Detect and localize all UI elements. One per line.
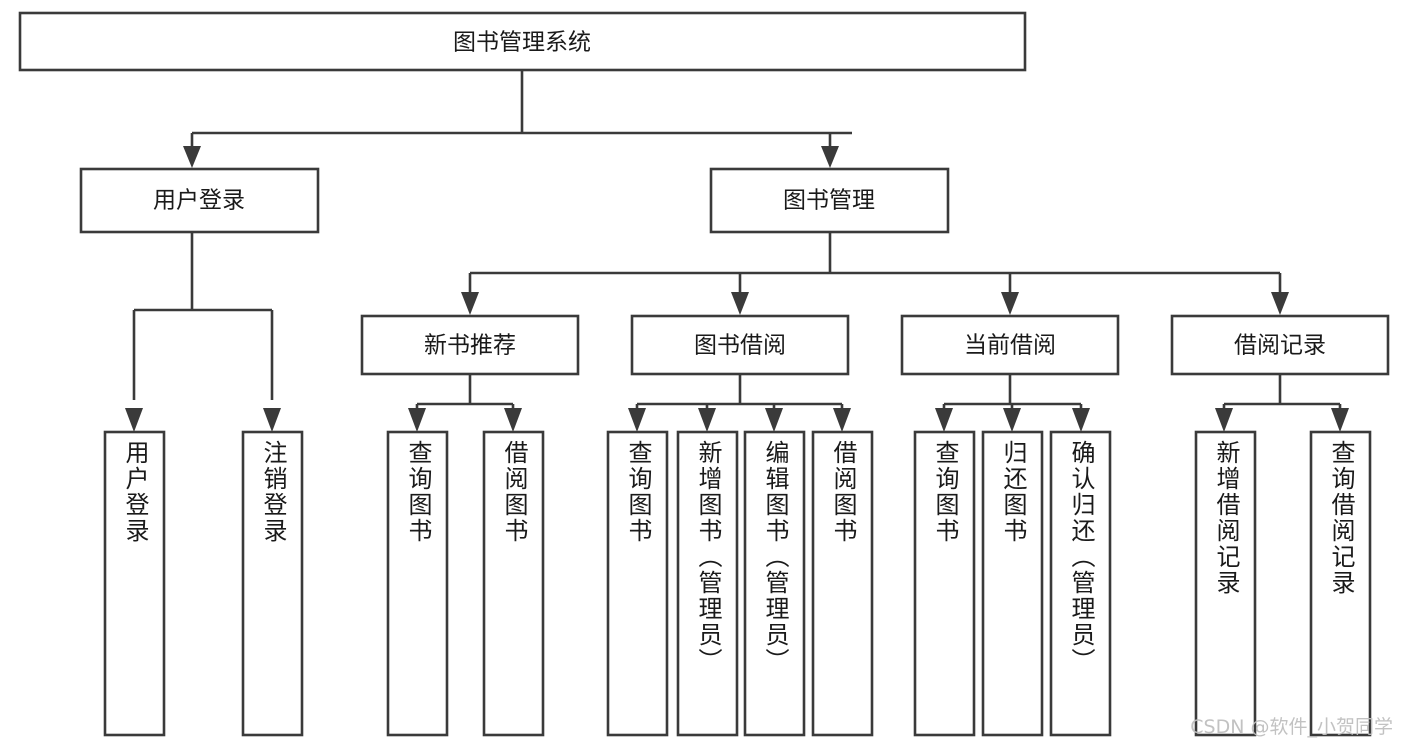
leaf-newbook-borrow-box[interactable]	[482, 430, 545, 737]
node-book-borrow-label: 图书借阅	[694, 333, 786, 359]
leaf-currentborrow-query-box[interactable]	[913, 430, 976, 737]
node-borrow-record-box[interactable]	[1170, 314, 1390, 376]
connector-root-to-level1	[183, 70, 852, 168]
leaf-borrowrecord-add-box[interactable]	[1194, 430, 1257, 737]
leaf-bookborrow-add-box[interactable]	[676, 430, 739, 737]
node-root-box[interactable]	[18, 11, 1027, 72]
connector-newbook-to-leaves	[408, 374, 522, 432]
connector-bookborrow-to-leaves	[628, 374, 851, 432]
leaf-user-logout-box[interactable]	[241, 430, 304, 737]
node-current-borrow-box[interactable]	[900, 314, 1120, 376]
node-borrow-record-label: 借阅记录	[1234, 333, 1326, 359]
leaf-bookborrow-edit-box[interactable]	[743, 430, 806, 737]
node-current-borrow-label: 当前借阅	[964, 333, 1056, 359]
node-book-borrow-box[interactable]	[630, 314, 850, 376]
connector-bookmanage-to-level2	[461, 232, 1289, 315]
node-book-manage-box[interactable]	[709, 167, 950, 234]
node-root-label: 图书管理系统	[453, 30, 591, 56]
leaf-bookborrow-query-box[interactable]	[606, 430, 669, 737]
node-user-login-label: 用户登录	[153, 188, 245, 214]
connector-borrowrecord-to-leaves	[1215, 374, 1349, 432]
leaf-currentborrow-return-box[interactable]	[981, 430, 1044, 737]
node-new-book-recommend-box[interactable]	[360, 314, 580, 376]
node-book-manage-label: 图书管理	[783, 188, 875, 214]
node-user-login-box[interactable]	[79, 167, 320, 234]
node-new-book-recommend-label: 新书推荐	[424, 333, 516, 359]
leaf-user-login-box[interactable]	[103, 430, 166, 737]
connector-currentborrow-to-leaves	[935, 374, 1090, 432]
leaf-newbook-query-box[interactable]	[386, 430, 449, 737]
leaf-borrowrecord-query-box[interactable]	[1309, 430, 1372, 737]
leaf-currentborrow-confirm-box[interactable]	[1049, 430, 1112, 737]
connector-userlogin-to-leaves	[125, 232, 281, 432]
leaf-bookborrow-borrow-box[interactable]	[811, 430, 874, 737]
